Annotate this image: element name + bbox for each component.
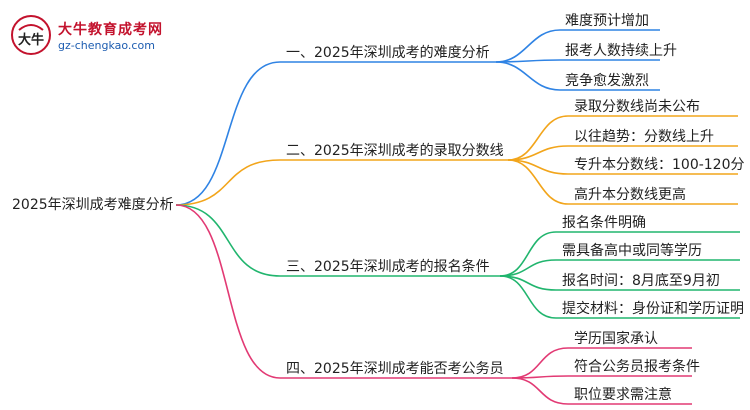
branch-connector: [175, 159, 281, 206]
leaf-meets-requirements: 符合公务员报考条件: [574, 359, 700, 375]
branch-connector: [175, 204, 281, 379]
leaf-connector: [495, 29, 561, 63]
branch-registration: 三、2025年深圳成考的报名条件: [286, 259, 490, 275]
logo-mark-icon: 大牛: [11, 15, 51, 55]
leaf-zsb-score: 专升本分数线：100-120分: [574, 157, 745, 173]
mindmap-root-node: 2025年深圳成考难度分析: [12, 197, 174, 213]
leaf-connector: [499, 259, 557, 277]
leaf-applicants-rising: 报考人数持续上升: [565, 43, 677, 59]
leaf-competition-fierce: 竞争愈发激烈: [565, 73, 649, 89]
logo-mark-text: 大牛: [18, 32, 44, 48]
site-logo[interactable]: 大牛 大牛教育成考网 gz-chengkao.com: [10, 14, 200, 56]
logo-domain: gz-chengkao.com: [58, 39, 155, 52]
branch-difficulty: 一、2025年深圳成考的难度分析: [286, 45, 490, 61]
leaf-connector: [507, 159, 569, 205]
branch-connector: [175, 61, 281, 206]
leaf-connector: [511, 347, 569, 379]
leaf-difficulty-increase: 难度预计增加: [565, 13, 649, 29]
leaf-connector: [499, 231, 557, 277]
logo-brand-name: 大牛教育成考网: [58, 22, 163, 38]
leaf-submit-materials: 提交材料：身份证和学历证明: [562, 301, 744, 317]
leaf-registration-time: 报名时间：8月底至9月初: [562, 273, 720, 289]
branch-civil-service: 四、2025年深圳成考能否考公务员: [286, 361, 504, 377]
leaf-connector: [507, 115, 569, 161]
leaf-position-notes: 职位要求需注意: [574, 387, 672, 403]
leaf-connector: [495, 61, 561, 91]
leaf-degree-recognized: 学历国家承认: [574, 331, 658, 347]
branch-admission-score: 二、2025年深圳成考的录取分数线: [286, 143, 504, 159]
leaf-gsb-score: 高升本分数线更高: [574, 187, 686, 203]
branch-connector: [175, 204, 281, 277]
leaf-score-not-announced: 录取分数线尚未公布: [574, 99, 700, 115]
leaf-conditions-clear: 报名条件明确: [562, 215, 646, 231]
leaf-connector: [511, 377, 569, 405]
leaf-education-requirement: 需具备高中或同等学历: [562, 243, 702, 259]
leaf-connector: [499, 275, 557, 319]
leaf-score-trend-up: 以往趋势：分数线上升: [574, 129, 714, 145]
